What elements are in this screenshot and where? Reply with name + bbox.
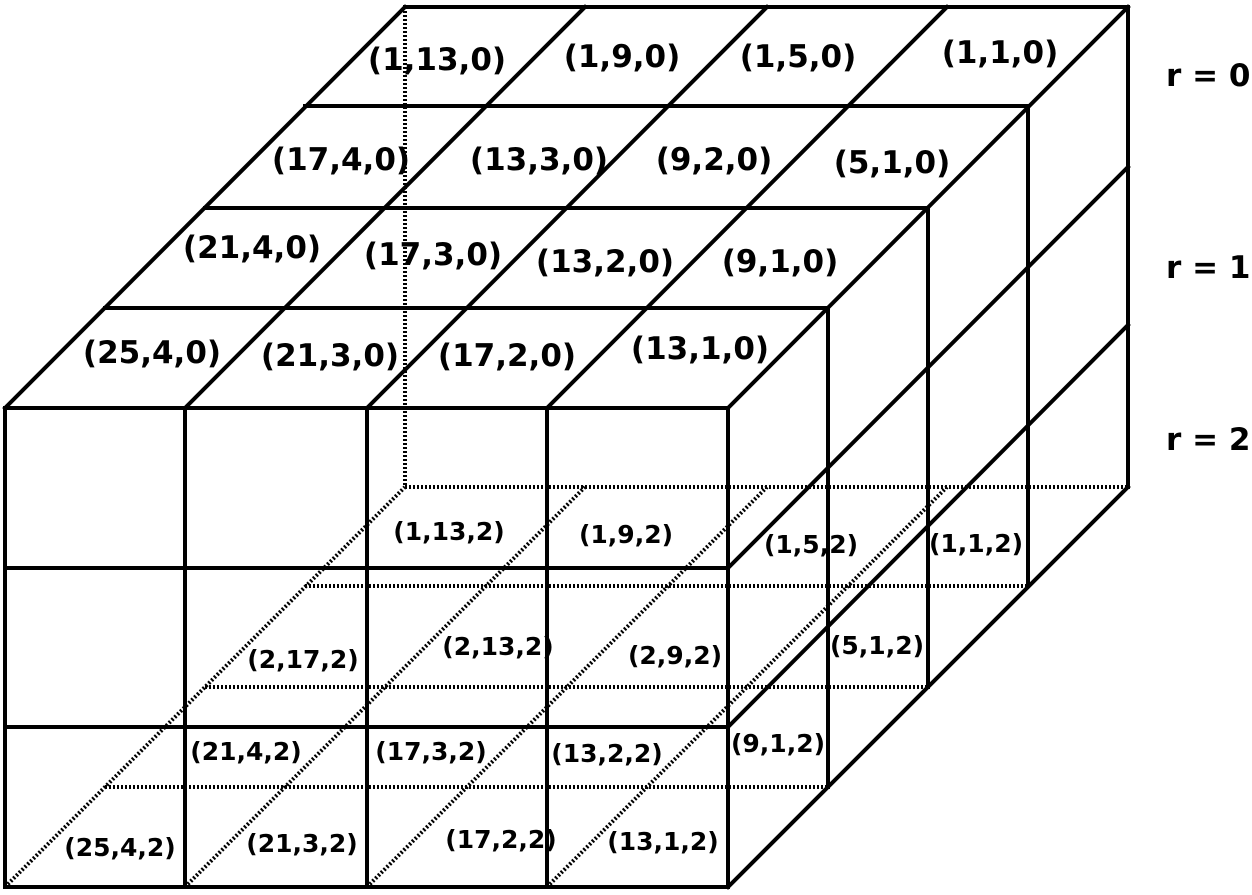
layer-label-r0: r = 0 xyxy=(1166,58,1250,94)
cell-label: (1,5,0) xyxy=(740,39,857,75)
inner-cell-label: (17,3,2) xyxy=(375,737,486,766)
inner-cell-label: (2,13,2) xyxy=(442,632,553,661)
inner-cell-label: (5,1,2) xyxy=(830,631,924,660)
layer-label-r1: r = 1 xyxy=(1166,250,1250,286)
inner-cell-label: (1,5,2) xyxy=(764,530,858,559)
inner-cell-label: (1,9,2) xyxy=(579,520,673,549)
inner-cell-label: (1,13,2) xyxy=(393,517,504,546)
top-grid-line xyxy=(2,4,408,411)
cell-label: (21,4,0) xyxy=(183,230,321,266)
inner-labels: (1,13,2) (1,9,2) (1,5,2) (1,1,2) (2,17,2… xyxy=(64,517,1023,862)
cell-label: (17,3,0) xyxy=(364,237,502,273)
side-grid-line xyxy=(725,322,1131,730)
layer-labels: r = 0 r = 1 r = 2 xyxy=(1166,58,1250,458)
inner-cell-label: (13,2,2) xyxy=(551,739,662,768)
cell-label: (9,1,0) xyxy=(722,244,839,280)
inner-cell-label: (9,1,2) xyxy=(731,729,825,758)
cell-label: (1,13,0) xyxy=(368,42,506,78)
cell-label: (17,2,0) xyxy=(438,338,576,374)
top-face-labels: (1,13,0) (1,9,0) (1,5,0) (1,1,0) (17,4,0… xyxy=(83,35,1058,374)
inner-cell-label: (1,1,2) xyxy=(929,529,1023,558)
top-grid-line xyxy=(364,4,770,411)
cell-label: (1,1,0) xyxy=(942,35,1059,71)
inner-cell-label: (17,2,2) xyxy=(445,825,556,854)
cell-label: (1,9,0) xyxy=(564,39,681,75)
top-grid-line xyxy=(544,4,950,411)
inner-cell-label: (21,3,2) xyxy=(246,829,357,858)
inner-cell-label: (2,17,2) xyxy=(247,645,358,674)
cell-label: (13,3,0) xyxy=(470,142,608,178)
inner-cell-label: (13,1,2) xyxy=(607,827,718,856)
side-grid-line xyxy=(725,164,1131,571)
cell-label: (5,1,0) xyxy=(834,145,951,181)
cell-label: (17,4,0) xyxy=(272,142,410,178)
cell-label: (13,2,0) xyxy=(536,244,674,280)
cell-label: (9,2,0) xyxy=(656,142,773,178)
cell-label: (13,1,0) xyxy=(631,331,769,367)
cell-label: (21,3,0) xyxy=(261,338,399,374)
inner-cell-label: (25,4,2) xyxy=(64,833,175,862)
layer-label-r2: r = 2 xyxy=(1166,422,1250,458)
top-grid-line xyxy=(182,4,588,411)
inner-cell-label: (21,4,2) xyxy=(190,737,301,766)
grid-lines xyxy=(2,4,1131,890)
inner-cell-label: (2,9,2) xyxy=(628,641,722,670)
cell-label: (25,4,0) xyxy=(83,335,221,371)
side-grid-line xyxy=(725,484,1131,890)
